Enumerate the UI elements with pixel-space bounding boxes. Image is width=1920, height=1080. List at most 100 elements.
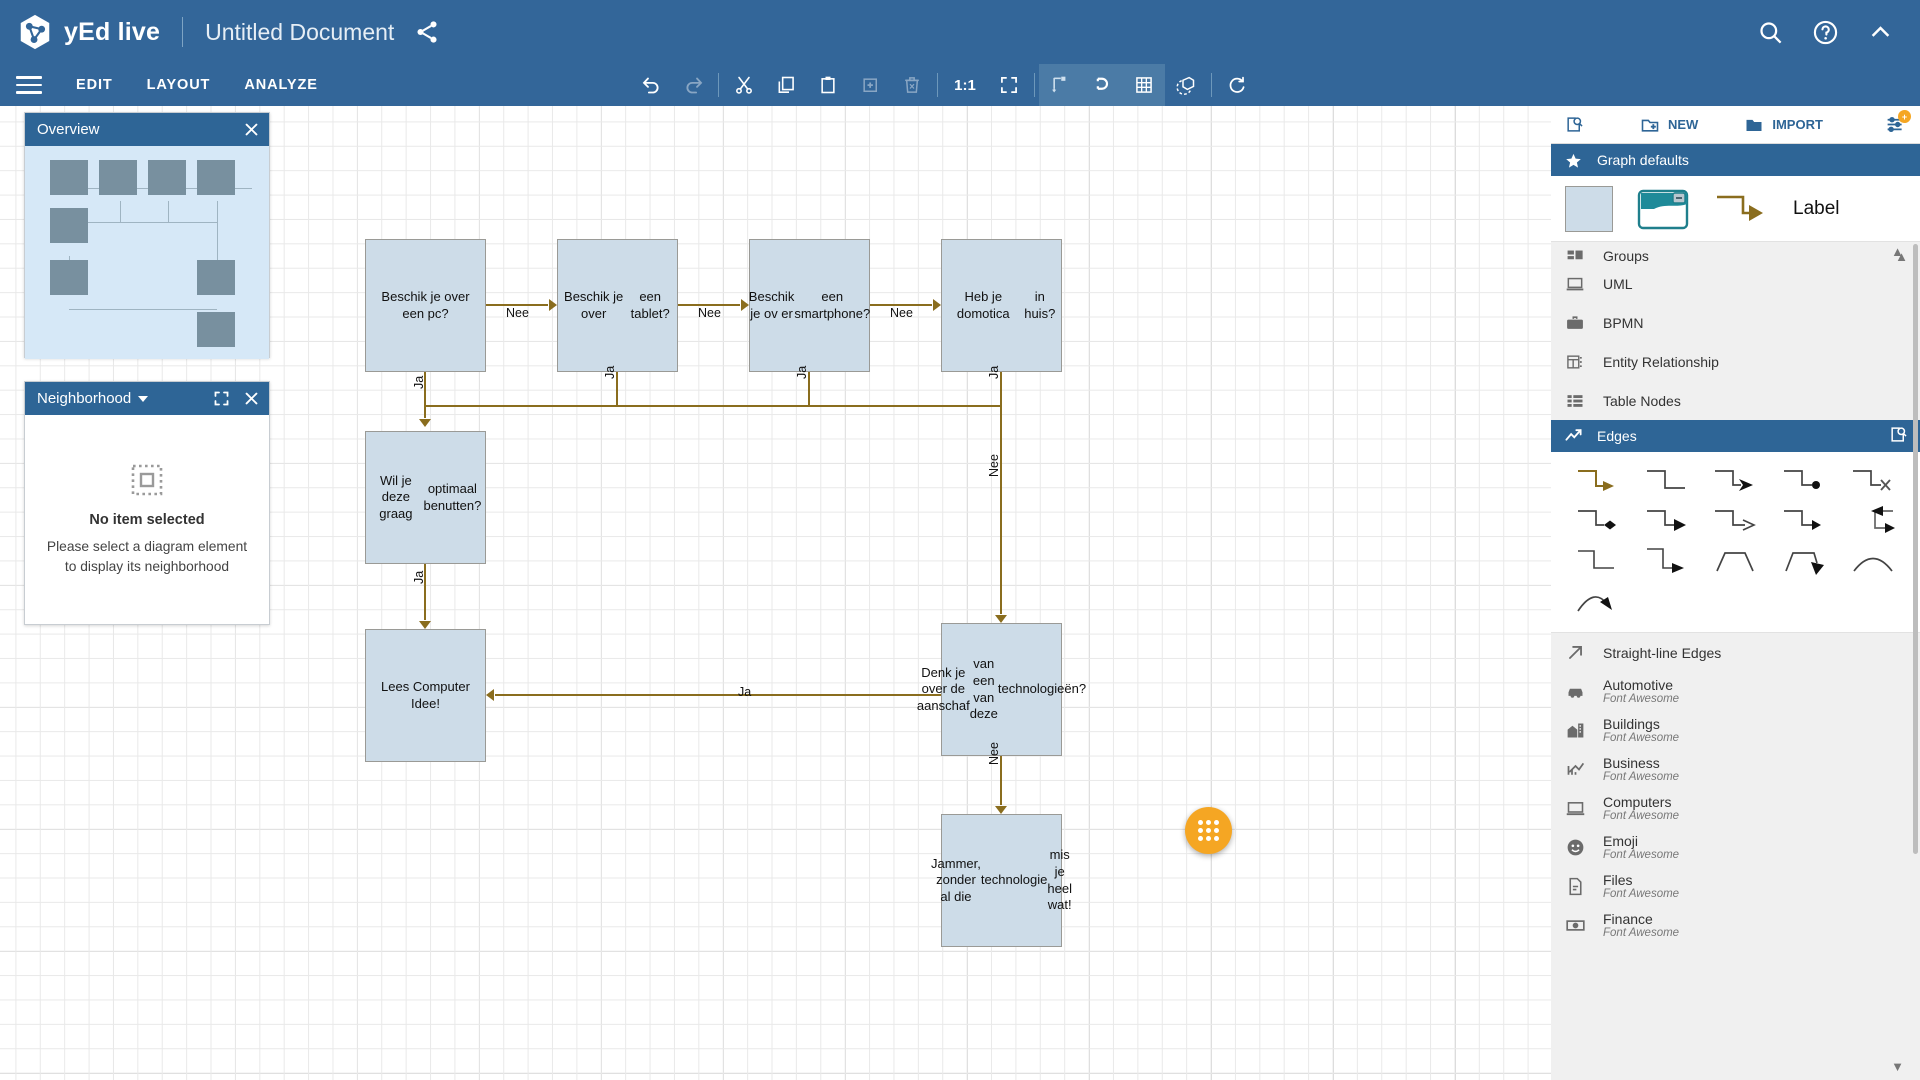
redo-button[interactable] [672, 64, 719, 106]
diagram-node[interactable]: Lees Computer Idee! [365, 629, 486, 762]
graph-defaults-section-header[interactable]: Graph defaults [1551, 144, 1920, 176]
chevron-down-icon[interactable] [138, 395, 149, 402]
search-icon[interactable] [1757, 19, 1784, 46]
share-icon[interactable] [414, 19, 440, 45]
menu-item-layout[interactable]: LAYOUT [146, 77, 211, 93]
menu-item-analyze[interactable]: ANALYZE [244, 77, 318, 93]
edge-label[interactable]: Nee [987, 742, 1001, 765]
arrow-edge-icon[interactable] [1713, 188, 1769, 230]
chevron-up-icon[interactable]: ▲ [1895, 249, 1908, 264]
expand-icon[interactable] [213, 390, 230, 407]
edge-sample-orthogonal-cross[interactable] [1839, 462, 1906, 500]
edge-sample-orthogonal-arrow[interactable] [1565, 462, 1632, 500]
close-icon[interactable] [243, 121, 260, 138]
rectangle-node-icon[interactable] [1565, 185, 1613, 232]
edge-label[interactable]: Nee [698, 306, 721, 320]
zoom-reset-button[interactable]: 1:1 [942, 64, 988, 106]
close-icon[interactable] [243, 390, 260, 407]
edge-sample-orthogonal-solid-arrow[interactable] [1702, 462, 1769, 500]
undo-button[interactable] [630, 64, 672, 106]
edge-sample-curved-arrow[interactable] [1565, 582, 1632, 620]
snapping-toggle[interactable] [1081, 64, 1123, 106]
edge-sample-orthogonal-plain[interactable] [1634, 462, 1701, 500]
quick-actions-fab[interactable] [1185, 807, 1232, 854]
palette-settings-button[interactable]: + [1885, 110, 1911, 135]
edge-label[interactable]: Nee [890, 306, 913, 320]
diagram-node[interactable]: Beschik je over een pc? [365, 239, 486, 372]
duplicate-button[interactable] [849, 64, 891, 106]
palette-scrollbar[interactable] [1913, 244, 1918, 854]
groups-icon [1563, 245, 1587, 264]
overview-thumbnail[interactable] [25, 146, 269, 359]
edge-label[interactable]: Ja [412, 570, 426, 584]
chevron-up-icon[interactable]: ▲ [1891, 244, 1904, 259]
label-sample[interactable]: Label [1793, 197, 1840, 219]
fit-screen-button[interactable] [988, 64, 1035, 106]
edge-sample-orthogonal-step[interactable] [1565, 542, 1632, 580]
hamburger-menu-icon[interactable] [16, 71, 42, 99]
palette-item-straight-line-edges[interactable]: Straight-line Edges [1551, 633, 1920, 672]
group-node-icon[interactable] [1637, 187, 1689, 231]
cube-rotate-button[interactable] [1165, 64, 1212, 106]
overview-panel-header[interactable]: Overview [25, 113, 269, 146]
edge-sample-polyline[interactable] [1702, 542, 1769, 580]
edge-sample-polyline-arrow[interactable] [1771, 542, 1838, 580]
palette-section-edges[interactable]: Edges [1551, 420, 1920, 452]
reload-button[interactable] [1216, 64, 1258, 106]
delete-button[interactable] [891, 64, 938, 106]
edge-sample-arc[interactable] [1839, 542, 1906, 580]
yed-hexagon-logo-icon[interactable] [16, 13, 54, 51]
new-palette-button[interactable]: NEW [1640, 115, 1698, 135]
palette-item-table-nodes[interactable]: Table Nodes [1551, 381, 1920, 420]
edge-label[interactable]: Ja [738, 685, 752, 699]
edge-label[interactable]: Ja [412, 375, 426, 389]
edge-label[interactable]: Ja [795, 365, 809, 379]
page-search-icon[interactable] [1889, 425, 1908, 447]
neighborhood-panel-header[interactable]: Neighborhood [25, 382, 269, 415]
palette-list[interactable]: Groups ▲ UML BPMN [1551, 242, 1920, 1080]
edge-label[interactable]: Ja [987, 365, 1001, 379]
edge-sample-orthogonal-diamond[interactable] [1565, 502, 1632, 540]
edge-sample-orthogonal-open-arrow[interactable] [1702, 502, 1769, 540]
paste-button[interactable] [807, 64, 849, 106]
palette-item-emoji-sub: Font Awesome [1603, 848, 1680, 861]
edge-arrowhead [995, 615, 1007, 623]
palette-item-groups[interactable]: Groups ▲ [1551, 242, 1920, 264]
edge-sample-orthogonal-reverse-arrow[interactable] [1839, 502, 1906, 540]
edge-sample-orthogonal-step-arrow[interactable] [1634, 542, 1701, 580]
search-palette-button[interactable] [1565, 115, 1584, 134]
edge-sample-orthogonal-filled-arrow[interactable] [1771, 502, 1838, 540]
edge-label[interactable]: Nee [987, 454, 1001, 477]
chevron-down-icon[interactable]: ▼ [1891, 1059, 1904, 1074]
menu-item-edit[interactable]: EDIT [76, 77, 113, 93]
grid-toggle[interactable] [1123, 64, 1165, 106]
import-palette-button[interactable]: IMPORT [1744, 115, 1823, 135]
edge-label[interactable]: Nee [506, 306, 529, 320]
chevron-up-icon[interactable] [1867, 19, 1894, 46]
palette-item-bpmn[interactable]: BPMN [1551, 303, 1920, 342]
edge-sample-orthogonal-triangle[interactable] [1634, 502, 1701, 540]
help-circle-icon[interactable] [1812, 19, 1839, 46]
copy-button[interactable] [765, 64, 807, 106]
palette-item-uml[interactable]: UML [1551, 264, 1920, 303]
palette-item-entity-relationship[interactable]: Entity Relationship [1551, 342, 1920, 381]
edge-sample-orthogonal-dot[interactable] [1771, 462, 1838, 500]
orthogonal-edges-toggle[interactable] [1039, 64, 1081, 106]
document-title[interactable]: Untitled Document [205, 18, 395, 45]
edge-arrowhead [419, 419, 431, 427]
cut-button[interactable] [723, 64, 765, 106]
edge-label[interactable]: Ja [603, 365, 617, 379]
